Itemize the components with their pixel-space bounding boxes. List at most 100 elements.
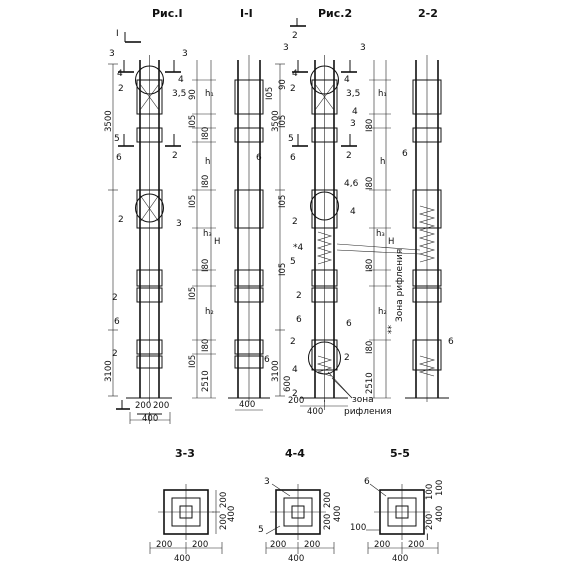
dim-105-fig2-a: I05 [265,87,275,100]
label-2-fig2-b: 2 [346,151,352,161]
dim-200-fig1-a: 200 [135,401,151,411]
dim-3500: 3500 [104,110,114,132]
label-4-fig2-b: 4 [352,107,358,117]
label-3-s44: 3 [264,477,270,487]
label-6-sec22-b: 6 [448,337,454,347]
label-2-fig1-a: 2 [118,84,124,94]
cross-section-4-4 [265,483,335,554]
dim-105-fig2-b: I05 [278,115,288,128]
label-4-fig2-r: 4 [344,75,350,85]
dim-105-fig1-c: I05 [188,287,198,300]
label-6-fig2-b: 6 [296,315,302,325]
dimlines-fig1-left [108,63,118,397]
dimlines-fig1-right [192,60,216,399]
dim-400-sec11: 400 [239,400,255,410]
dim-100-s55-a: 100 [425,484,435,500]
label-3-fig2-c: 3 [350,119,356,129]
label-2-fig2-d: 2 [296,291,302,301]
label-5-fig2-b: 5 [290,257,296,267]
zone-label-line2: рифления [344,407,392,417]
dim-H-fig1: H [214,237,220,247]
dim-105-fig1-a: I05 [188,115,198,128]
label-5-fig2: 5 [288,134,294,144]
label-4-fig2-l: 4 [292,69,298,79]
dim-180-fig2-b: I80 [365,177,375,190]
label-2-fig2-f: 2 [344,353,350,363]
label-6-sec22-a: 6 [402,149,408,159]
fig1-title: Рис.I [152,7,183,20]
label-6-fig1-b: 6 [114,317,120,327]
label-star4-fig2: *4 [293,243,304,253]
dim-200-s44-d: 200 [323,514,333,530]
dim-180-fig2-c: I80 [365,259,375,272]
label-2-fig2-e: 2 [290,337,296,347]
dim-3100-fig2: 3100 [271,360,281,382]
dimlines-fig2-right [369,60,391,399]
dim-2510-fig1: 2510 [201,370,211,392]
label-6-fig2-a: 6 [290,153,296,163]
label-6-s55: 6 [364,477,370,487]
dim-h2-fig1: h₂ [205,307,214,317]
dim-h1-fig2: h₁ [378,89,387,99]
section-4-4-title: 4-4 [285,447,305,460]
dim-200-s33-c: 200 [219,492,229,508]
label-I-s55: I [426,533,429,543]
label-2-fig2-top: 2 [292,31,298,41]
label-3-topright: 3 [182,49,188,59]
column-fig1 [126,55,172,415]
label-6-fig1-a: 6 [116,153,122,163]
label-5-s44: 5 [258,525,264,535]
dim-h2-fig2: h₂ [378,307,387,317]
section-2-2-title: 2-2 [418,7,438,20]
dim-400-s33: 400 [174,554,190,564]
dim-105-fig2-c: I05 [278,195,288,208]
dim-200-fig1-b: 200 [153,401,169,411]
dim-100-s55-l: 100 [350,523,366,533]
label-2-fig2-g: 2 [292,389,298,399]
label-2-fig2-a: 2 [290,84,296,94]
label-4-fig1: 4 [117,69,123,79]
dim-180-fig2-d: I80 [365,341,375,354]
label-4-fig1-r: 4 [178,75,184,85]
fig2-title: Рис.2 [318,7,352,20]
column-section-1-1 [228,55,270,402]
label-4-fig2-d: 4 [292,365,298,375]
dim-180-fig1-b: I80 [201,175,211,188]
dim-180-fig1-d: I80 [201,339,211,352]
label-6-sec11: 6 [256,153,262,163]
label-3-fig2-r: 3 [360,43,366,53]
zone-label-vertical: Зона рифления [395,249,405,322]
label-35-fig1: 3,5 [172,89,186,99]
cross-section-3-3 [149,484,223,554]
section-3-3-title: 3-3 [175,447,195,460]
dim-200-s33-b: 200 [192,540,208,550]
dim-200-fig2-a: 200 [288,396,304,406]
dim-200-s55-c: 200 [425,514,435,530]
dim-h-fig1: h [205,157,210,167]
cross-section-5-5 [366,483,439,554]
dim-180-fig1-a: I80 [201,127,211,140]
dim-105-fig1-b: I05 [188,195,198,208]
zone-label-line1: зона [352,395,374,405]
label-2-fig1-e: 2 [112,349,118,359]
dim-180-fig2-a: I80 [365,119,375,132]
dim-400-fig1: 400 [142,414,158,424]
dim-3100: 3100 [104,360,114,382]
dim-H-fig2: H [388,237,394,247]
dim-105-fig1-d: I05 [188,355,198,368]
dim-200-s55-b: 200 [408,540,424,550]
section-marks-fig2 [290,18,357,147]
label-6-fig2-c: 6 [346,319,352,329]
dim-600-fig2: 600 [283,376,293,392]
dim-200-s33-d: 200 [219,514,229,530]
section-5-5-title: 5-5 [390,447,410,460]
label-3-topleft: 3 [109,49,115,59]
dim-h3-fig2: h₃ [376,229,385,239]
label-I-top: I [116,29,119,39]
dim-180-fig1-c: I80 [201,259,211,272]
dim-90-fig2: 90 [278,79,288,90]
dim-100-s55-b: 100 [435,480,445,496]
dim-h1: h₁ [205,89,214,99]
